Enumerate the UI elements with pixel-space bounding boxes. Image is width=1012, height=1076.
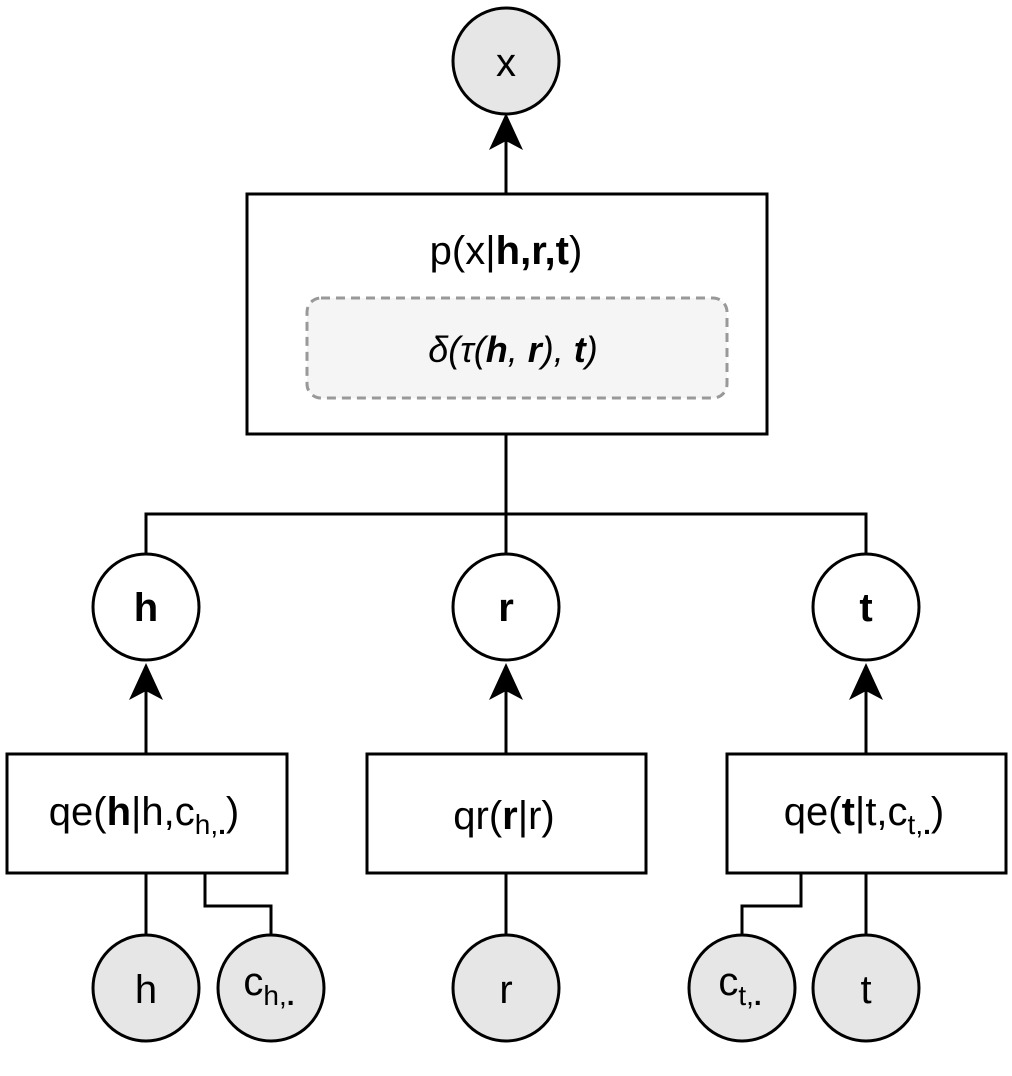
ch-observed-node: ch,. (216, 933, 326, 1043)
score-mid: ), (538, 329, 574, 370)
ct-dot: . (754, 980, 762, 1011)
edge-ct-obs-to-qe-t (740, 873, 803, 934)
edge-ch-obs-to-qe-h (203, 873, 273, 934)
h-latent-label: h (134, 586, 158, 630)
r-observed-label: r (499, 968, 512, 1012)
t-observed-label: t (860, 968, 871, 1012)
h-observed-circle (91, 933, 201, 1043)
qe-t-label: qe(t|t,ct,.) (784, 790, 944, 840)
score-close: ) (582, 329, 598, 370)
h-observed-node: h (91, 933, 201, 1043)
generator-p-open: p(x| (430, 229, 496, 273)
qe-h-label: qe(h|h,ch,.) (49, 790, 239, 840)
r-observed-node: r (451, 933, 561, 1043)
qe-h-close: ) (226, 790, 239, 834)
score-t: t (574, 329, 588, 370)
qe-t-frame (725, 752, 1008, 875)
ct-observed-label: ct,. (718, 960, 761, 1011)
t-observed-node: t (811, 933, 921, 1043)
t-observed-circle (811, 933, 921, 1043)
qe-h-frame (5, 752, 289, 875)
r-latent-node: r (451, 552, 561, 662)
score-function-label: δ(τ(h, r), t) (428, 329, 597, 370)
generator-p-bold: h,r,t (496, 229, 569, 273)
qe-h-dot: . (218, 809, 226, 840)
ct-sub: t, (738, 980, 754, 1011)
arrowhead-h (129, 663, 163, 700)
score-sep: , (508, 329, 528, 370)
score-h: h (486, 329, 508, 370)
qr-label: qr(r|r) (453, 794, 555, 838)
generator-p-close: ) (569, 229, 582, 273)
ct-base: c (718, 960, 738, 1004)
arrowhead-t (849, 663, 883, 700)
h-latent-node: h (91, 552, 201, 662)
arrowhead-r (489, 663, 523, 700)
qe-t-bold: t (842, 790, 855, 834)
x-observed-label: x (496, 41, 516, 85)
qr-frame (365, 752, 648, 875)
qr-close: |r) (518, 794, 555, 838)
qe-t-close: ) (931, 790, 944, 834)
qe-h-box: qe(h|h,ch,.) (5, 752, 289, 875)
t-latent-label: t (859, 586, 872, 630)
qe-h-mid: |h,c (131, 790, 195, 834)
t-latent-node: t (811, 552, 921, 662)
r-latent-circle (451, 552, 561, 662)
r-observed-circle (451, 933, 561, 1043)
ct-observed-node: ct,. (687, 933, 797, 1043)
ch-base: c (243, 960, 263, 1004)
ct-observed-circle (687, 933, 797, 1043)
qe-t-dot: . (923, 809, 931, 840)
qe-h-bold: h (107, 790, 131, 834)
qe-h-open: qe( (49, 790, 107, 834)
generator-box: p(x|h,r,t) δ(τ(h, r), t) (245, 192, 769, 436)
edges (144, 140, 868, 934)
arrowheads (129, 113, 883, 700)
qe-t-sub: t, (908, 809, 924, 840)
ch-dot: . (287, 980, 295, 1011)
score-function-box (305, 296, 729, 400)
arrowhead-x (489, 113, 523, 150)
t-latent-circle (811, 552, 921, 662)
r-latent-label: r (498, 586, 514, 630)
ch-observed-circle (216, 933, 326, 1043)
qr-open: qr( (453, 794, 503, 838)
qr-bold: r (502, 794, 518, 838)
qe-t-box: qe(t|t,ct,.) (725, 752, 1008, 875)
score-delta-open: δ(τ( (428, 329, 489, 370)
h-observed-label: h (135, 968, 157, 1012)
h-latent-circle (91, 552, 201, 662)
ch-sub: h, (263, 980, 286, 1011)
edge-bus (144, 512, 868, 553)
qe-t-open: qe( (784, 790, 842, 834)
score-r: r (528, 329, 544, 370)
qr-box: qr(r|r) (365, 752, 648, 875)
qe-t-mid: |t,c (855, 790, 908, 834)
ch-observed-label: ch,. (243, 960, 294, 1011)
x-observed-circle (451, 6, 561, 116)
generator-likelihood-label: p(x|h,r,t) (430, 229, 583, 273)
qe-h-sub: h, (195, 809, 218, 840)
x-observed-node: x (451, 6, 561, 116)
